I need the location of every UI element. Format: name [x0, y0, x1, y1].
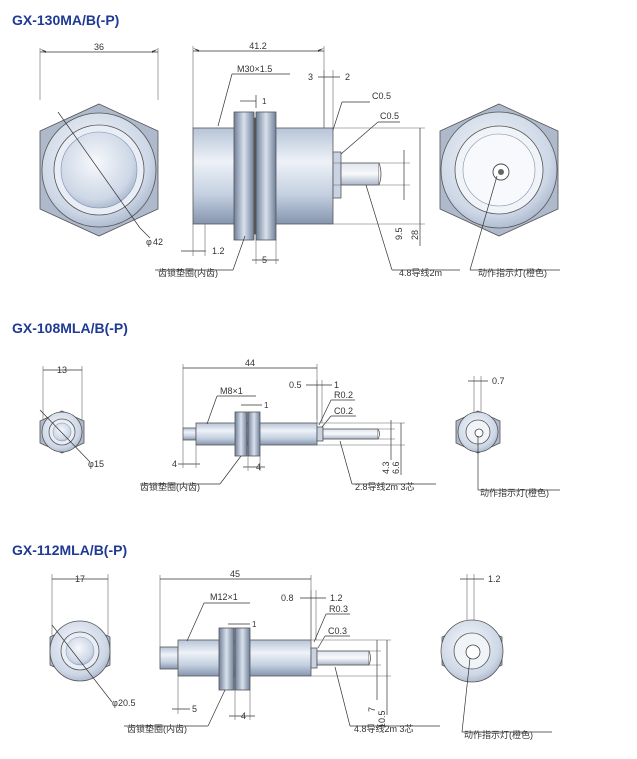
s1-d5: 5 [262, 255, 267, 265]
s1-c2: C0.5 [380, 111, 399, 121]
s3-d08: 0.8 [281, 593, 294, 603]
s1-front-dia: 42 [153, 237, 163, 247]
s3-nut-thk: 1 [252, 620, 257, 629]
s3-cable: 4.8导线2m 3芯 [354, 723, 414, 734]
s2-dia1: 4.3 [381, 461, 391, 474]
s2-d1: 1 [334, 380, 339, 390]
s3-front-dia-symbol: φ [112, 698, 118, 708]
s3-indicator: 动作指示灯(橙色) [464, 729, 533, 740]
s1-front-dia-symbol: φ [146, 237, 152, 247]
s2-washer: 齿锁垫圈(内齿) [140, 481, 200, 492]
section2-rear-view [455, 376, 560, 491]
s3-d4: 4 [241, 711, 246, 721]
s1-dia2: 28 [410, 230, 420, 240]
s2-front-width: 13 [57, 365, 67, 375]
section3-title: GX-112MLA/B(-P) [12, 542, 128, 558]
section1-side-view [155, 46, 460, 271]
s2-length: 44 [245, 358, 255, 368]
s2-dia2: 6.6 [391, 461, 401, 474]
s3-d12: 1.2 [330, 593, 343, 603]
s1-dia1: 9.5 [394, 227, 404, 240]
section2-side-view [140, 364, 436, 485]
s3-c: C0.3 [328, 626, 347, 636]
s1-cable: 4.8导线2m [399, 267, 442, 278]
s1-c1: C0.5 [372, 91, 391, 101]
s2-nut-thk: 1 [264, 401, 269, 410]
section1-rear-view [439, 103, 560, 271]
s1-washer: 齿锁垫圈(内齿) [158, 267, 218, 278]
s1-nut-thk: 1 [262, 97, 267, 106]
section3-side-view [124, 575, 440, 727]
section3-front-view [49, 574, 113, 703]
s2-d05: 0.5 [289, 380, 302, 390]
s2-r: R0.2 [334, 390, 353, 400]
s3-r: R0.3 [329, 604, 348, 614]
s2-thread: M8×1 [220, 386, 243, 396]
s2-d4b: 4 [256, 462, 261, 472]
s3-thread: M12×1 [210, 592, 238, 602]
s3-front-dia: 20.5 [118, 698, 136, 708]
s1-length: 41.2 [249, 41, 267, 51]
section2-front-view [39, 366, 91, 463]
s2-rear-width: 0.7 [492, 376, 505, 386]
s2-c: C0.2 [334, 406, 353, 416]
section1-title: GX-130MA/B(-P) [12, 12, 120, 28]
section1-front-view [39, 48, 159, 239]
s3-d5: 5 [192, 704, 197, 714]
s2-front-dia: 15 [94, 459, 104, 469]
s3-length: 45 [230, 569, 240, 579]
s2-d4a: 4 [172, 459, 177, 469]
s1-indicator: 动作指示灯(橙色) [478, 267, 547, 278]
s3-dia2: 10.5 [377, 710, 387, 728]
s3-dia1: 7 [367, 707, 377, 712]
section2-title: GX-108MLA/B(-P) [12, 320, 128, 336]
s2-indicator: 动作指示灯(橙色) [480, 487, 549, 498]
s1-thread: M30×1.5 [237, 64, 272, 74]
s1-d12: 1.2 [212, 246, 225, 256]
s3-rear-width: 1.2 [488, 574, 501, 584]
s1-d2: 2 [345, 72, 350, 82]
section3-rear-view [440, 574, 552, 733]
s2-cable: 2.8导线2m 3芯 [355, 481, 415, 492]
s1-d3: 3 [308, 72, 313, 82]
s2-front-dia-symbol: φ [88, 459, 94, 469]
s3-washer: 齿锁垫圈(内齿) [127, 723, 187, 734]
s1-front-width: 36 [94, 42, 104, 52]
s3-front-width: 17 [75, 574, 85, 584]
